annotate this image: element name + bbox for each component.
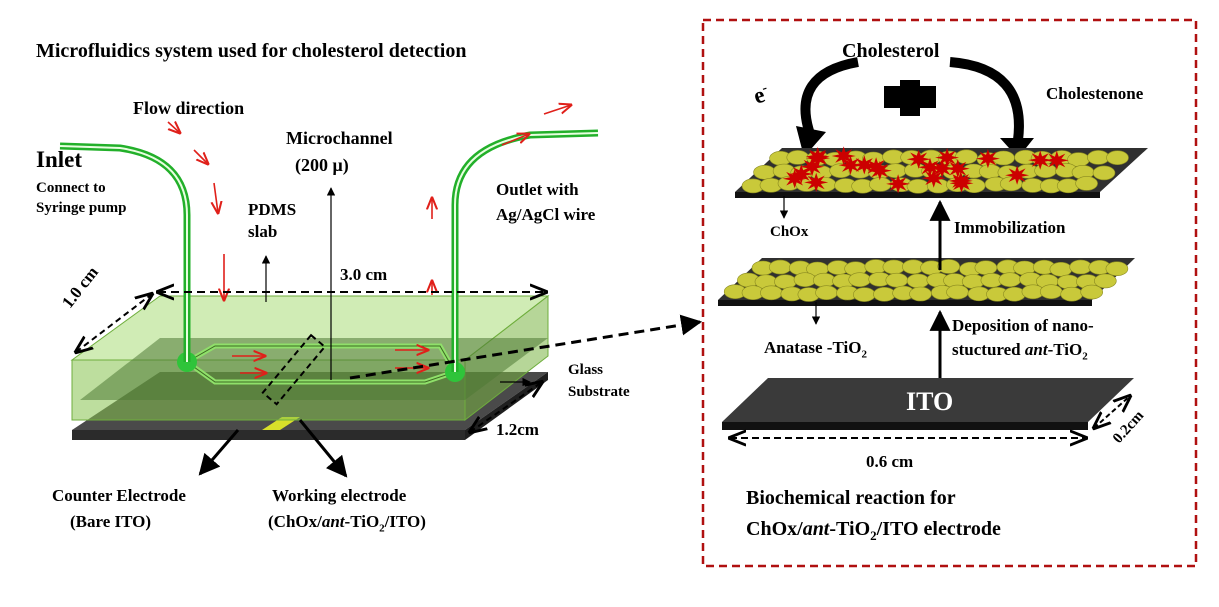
outlet-label: Outlet with — [496, 180, 579, 199]
titania-particle — [753, 165, 776, 180]
titania-particle — [1080, 284, 1103, 300]
chox-enzyme — [886, 174, 911, 194]
ito-width-label: 0.6 cm — [866, 452, 914, 471]
width-label: 1.2cm — [496, 420, 539, 439]
titania-plate — [718, 258, 1135, 306]
working-electrode-label: Working electrode — [272, 486, 407, 505]
titania-particle — [1075, 176, 1098, 191]
inlet-syringe-label: Syringe pump — [36, 200, 127, 216]
enzyme-reaction-icon — [884, 80, 936, 116]
chox-enzyme — [918, 157, 942, 177]
titania-particle — [1039, 284, 1063, 300]
substrate-label: Substrate — [568, 384, 630, 400]
microchannel-size-label: (200 μ) — [295, 155, 349, 175]
ito-label: ITO — [906, 387, 954, 416]
caption-line-1: Biochemical reaction for — [746, 487, 956, 509]
depth-dimension — [76, 294, 152, 352]
chox-enzyme — [806, 148, 830, 168]
titania-particle — [1092, 165, 1116, 181]
titania-particle — [909, 286, 932, 302]
chox-enzyme — [804, 172, 829, 192]
titania-particle — [974, 260, 998, 276]
titania-particle — [906, 273, 930, 289]
figure-title: Microfluidics system used for cholestero… — [36, 40, 467, 62]
titania-particle — [882, 259, 906, 275]
titania-particle — [1105, 261, 1129, 277]
titania-particle — [1049, 261, 1073, 277]
chox-enzyme — [1044, 150, 1069, 170]
titania-particle — [793, 272, 817, 288]
titania-particle — [955, 149, 978, 165]
immobilization-label: Immobilization — [954, 218, 1066, 237]
titania-particle — [946, 284, 969, 300]
chox-plate — [735, 146, 1148, 198]
zoom-connector — [349, 314, 703, 380]
titania-particle — [998, 272, 1022, 288]
titania-particle — [852, 287, 876, 302]
ito-depth-dimension — [1094, 396, 1130, 428]
pdms-label: PDMS — [248, 200, 297, 219]
caption-line-2: ChOx/ant-TiO2/ITO electrode — [746, 518, 1001, 543]
chox-enzyme — [1005, 165, 1030, 185]
deposition-material-label: stuctured ant-TiO2 — [952, 340, 1088, 363]
titania-particle — [774, 274, 797, 290]
titania-particle — [812, 272, 836, 288]
chox-enzyme — [949, 173, 974, 193]
outlet-wire-label: Ag/AgCl wire — [496, 205, 596, 224]
cholestenone-label: Cholestenone — [1046, 84, 1144, 103]
titania-particle — [1069, 259, 1092, 275]
counter-electrode-pointer — [198, 429, 240, 476]
titania-particle — [868, 177, 892, 192]
cholestenone-arrow — [949, 57, 1024, 141]
titania-particle — [873, 286, 896, 302]
pdms-slab-label: slab — [248, 222, 278, 241]
titania-particle — [1087, 150, 1110, 165]
deposition-label: Deposition of nano- — [952, 316, 1094, 335]
counter-electrode-label: Counter Electrode — [52, 486, 186, 505]
cholesterol-label: Cholesterol — [842, 40, 940, 62]
chox-enzyme — [838, 155, 863, 175]
chox-enzyme — [975, 149, 1000, 169]
ito-plate — [722, 378, 1134, 430]
bare-ito-label: (Bare ITO) — [70, 512, 152, 531]
glass-label: Glass — [568, 362, 604, 378]
chox-enzyme — [864, 157, 889, 177]
titania-particle — [1106, 150, 1129, 165]
titania-particle — [815, 285, 838, 301]
chox-enzyme — [852, 155, 877, 175]
chox-label: ChOx — [770, 224, 809, 240]
working-electrode-zoom-box — [261, 333, 327, 406]
chox-enzyme — [921, 168, 946, 188]
titania-particle — [885, 272, 909, 288]
working-electrode-composition: (ChOx/ant-TiO2/ITO) — [268, 512, 426, 535]
titania-particle — [1057, 274, 1080, 290]
titania-particle — [1094, 273, 1117, 289]
titania-particle — [1060, 286, 1083, 302]
anatase-label: Anatase -TiO2 — [764, 338, 867, 361]
width-dimension — [470, 382, 542, 432]
titania-particle — [768, 259, 792, 275]
chox-enzyme — [1028, 150, 1053, 170]
titania-particle — [848, 272, 872, 288]
titania-particle — [937, 259, 961, 274]
titania-particle — [1034, 163, 1057, 178]
chox-enzyme — [789, 164, 814, 184]
titania-particle — [906, 179, 930, 194]
titania-particle — [759, 285, 783, 301]
working-electrode-pointer — [298, 419, 348, 478]
chox-enzyme — [945, 159, 970, 179]
microchannel-label: Microchannel — [286, 128, 393, 148]
inlet-connect-label: Connect to — [36, 180, 106, 196]
flow-direction-label: Flow direction — [133, 98, 245, 118]
length-label: 3.0 cm — [340, 265, 388, 284]
inlet-label: Inlet — [36, 147, 82, 172]
titania-particle — [1003, 286, 1026, 302]
cholesterol-arrow — [800, 57, 859, 136]
